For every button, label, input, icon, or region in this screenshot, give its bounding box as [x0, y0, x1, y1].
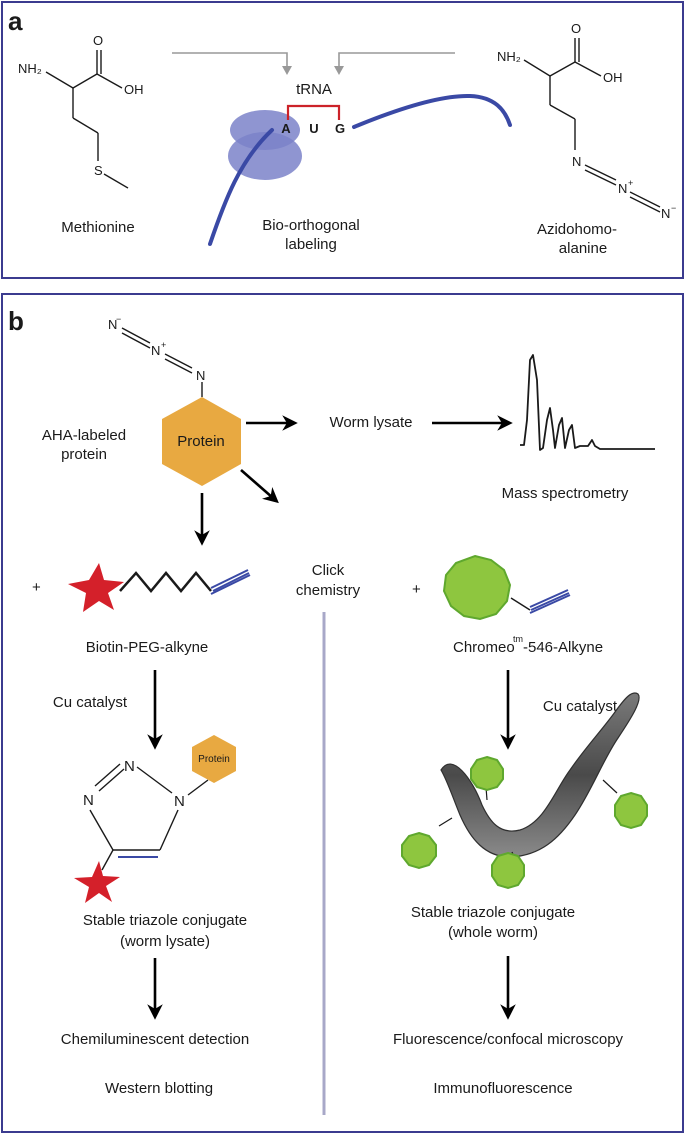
plus-right: + — [412, 581, 421, 598]
western-label: Western blotting — [105, 1080, 213, 1097]
codon-a: A — [281, 121, 291, 136]
biotin-star — [68, 563, 124, 612]
chromeo-linker — [510, 597, 531, 611]
stable-right-2: (whole worm) — [448, 924, 538, 941]
alkyne-right — [529, 589, 571, 614]
methionine-nh2: NH₂ — [18, 61, 42, 76]
triazole-star — [74, 861, 120, 903]
aha-labeled-protein-2: protein — [61, 446, 107, 463]
aha-labeled-protein-1: AHA-labeled — [42, 427, 126, 444]
click-label-2: chemistry — [296, 582, 361, 599]
panel-b-frame — [1, 293, 684, 1133]
immunofluorescence-label: Immunofluorescence — [433, 1080, 572, 1097]
alkyne-left — [210, 569, 251, 595]
ribosome — [228, 110, 302, 180]
chromeo-dye — [442, 554, 512, 621]
azide-n-bottom: N — [196, 368, 205, 383]
peg-linker — [119, 571, 212, 593]
cu-catalyst-right: Cu catalyst — [543, 698, 618, 715]
azide-n-top-charge: − — [116, 314, 121, 324]
aha-n3: N — [661, 206, 670, 221]
small-protein-label: Protein — [198, 754, 230, 765]
trna-label: tRNA — [296, 81, 332, 98]
panel-a-label: a — [8, 6, 23, 36]
codon-u: U — [309, 121, 318, 136]
protein-hexagon — [162, 397, 241, 486]
mass-spec-label: Mass spectrometry — [502, 485, 629, 502]
aha-n3-charge: − — [671, 203, 676, 213]
aha-oh: OH — [603, 70, 623, 85]
triazole-n-right: N — [174, 793, 185, 810]
aha-label-2: alanine — [559, 240, 607, 257]
fluorescence-label: Fluorescence/confocal microscopy — [393, 1031, 624, 1048]
triazole-n-left: N — [83, 792, 94, 809]
worm-dye-markers — [401, 755, 648, 890]
mrna-strand-right — [352, 93, 512, 129]
azide-group: N − N + N — [108, 314, 205, 397]
azide-n-mid-charge: + — [161, 340, 166, 350]
trna-input-arrows — [172, 52, 455, 75]
methionine-o: O — [93, 33, 103, 48]
chromeo-label-sup: tm — [513, 634, 523, 644]
worm-lysate-label: Worm lysate — [329, 414, 412, 431]
panel-b-label: b — [8, 306, 24, 336]
stable-right-1: Stable triazole conjugate — [411, 904, 575, 921]
cu-catalyst-left: Cu catalyst — [53, 694, 128, 711]
azide-n-top: N — [108, 317, 117, 332]
mrna-strand-left — [208, 128, 274, 246]
plus-left: + — [32, 579, 41, 596]
aha-n1: N — [572, 154, 581, 169]
aha-n2: N — [618, 181, 627, 196]
codon-g: G — [335, 121, 345, 136]
panel-a-frame — [1, 1, 684, 279]
azide-n-mid: N — [151, 343, 160, 358]
triazole-ring: N N N — [83, 758, 209, 871]
biotin-label: Biotin-PEG-alkyne — [86, 639, 209, 656]
aha-n2-charge: + — [628, 178, 633, 188]
bio-orthogonal-label-2: labeling — [285, 236, 337, 253]
stable-left-1: Stable triazole conjugate — [83, 912, 247, 929]
aha-o: O — [571, 21, 581, 36]
codon-bracket — [286, 104, 341, 120]
arrow-protein-to-click — [240, 469, 279, 504]
aha-nh2: NH₂ — [497, 49, 521, 64]
chemiluminescent-label: Chemiluminescent detection — [61, 1031, 249, 1048]
aha-label-1: Azidohomo- — [537, 221, 617, 238]
mass-spectrum-trace — [520, 354, 655, 451]
click-label-1: Click — [312, 562, 345, 579]
chromeo-label-pre: Chromeo — [453, 639, 515, 656]
aha-structure: NH₂ O OH N N + N − — [497, 21, 676, 221]
small-protein-hexagon — [192, 735, 236, 783]
methionine-s: S — [94, 163, 103, 178]
methionine-oh: OH — [124, 82, 144, 97]
chromeo-label-post: -546-Alkyne — [523, 639, 603, 656]
protein-label: Protein — [177, 433, 225, 450]
triazole-n-top: N — [124, 758, 135, 775]
methionine-structure: NH₂ O OH S — [18, 33, 144, 189]
methionine-label: Methionine — [61, 219, 134, 236]
bio-orthogonal-label-1: Bio-orthogonal — [262, 217, 360, 234]
stable-left-2: (worm lysate) — [120, 933, 210, 950]
